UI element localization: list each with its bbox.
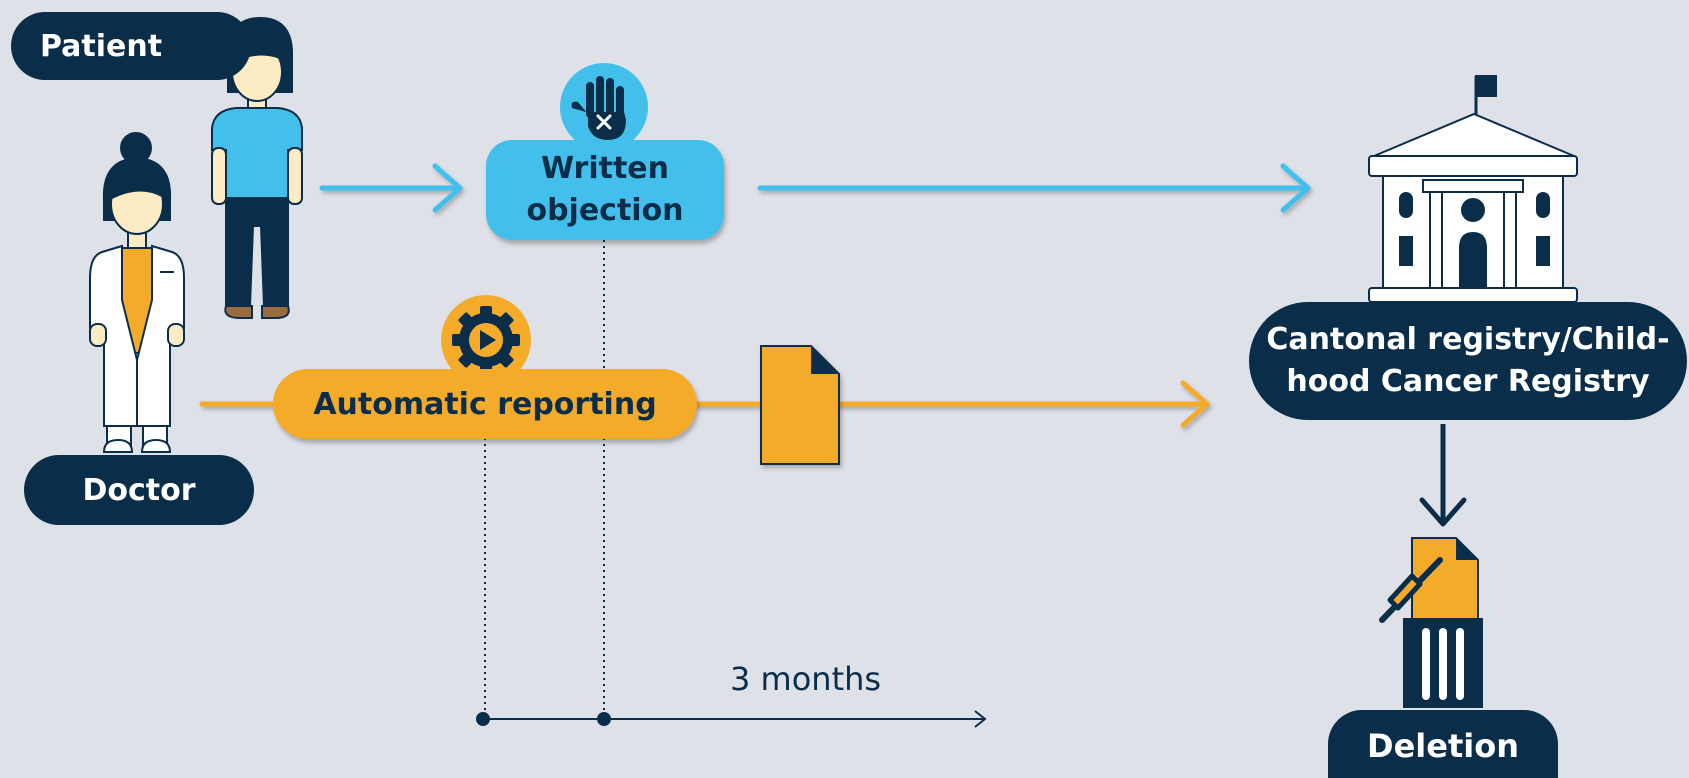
timeline-start-point [476, 712, 490, 726]
objection-to-registry-arrow [757, 163, 1311, 213]
timeline-axis [476, 710, 987, 728]
timeline-duration-label: 3 months [730, 660, 882, 698]
registry-label-line2: hood Cancer Registry [1286, 364, 1650, 399]
timeline-objection-point [597, 712, 611, 726]
document-icon [760, 345, 840, 465]
patient-to-objection-arrow [319, 163, 463, 213]
registry-label-line1: Cantonal registry/Child- [1266, 322, 1670, 357]
doctor-figure [89, 132, 185, 453]
registry-to-deletion-arrow [1419, 424, 1467, 527]
deletion-label: Deletion [1328, 710, 1558, 778]
doctor-label: Doctor [24, 455, 254, 525]
delete-document-icon [1379, 537, 1483, 708]
stop-hand-icon [560, 63, 648, 151]
automatic-reporting-pill: Automatic reporting [273, 369, 697, 439]
registry-building-icon [1368, 75, 1578, 303]
written-objection-pill: Written objection [486, 140, 724, 240]
patient-label: Patient [11, 12, 251, 80]
registry-pill: Cantonal registry/Child- hood Cancer Reg… [1249, 302, 1687, 420]
gear-play-icon [441, 295, 531, 385]
